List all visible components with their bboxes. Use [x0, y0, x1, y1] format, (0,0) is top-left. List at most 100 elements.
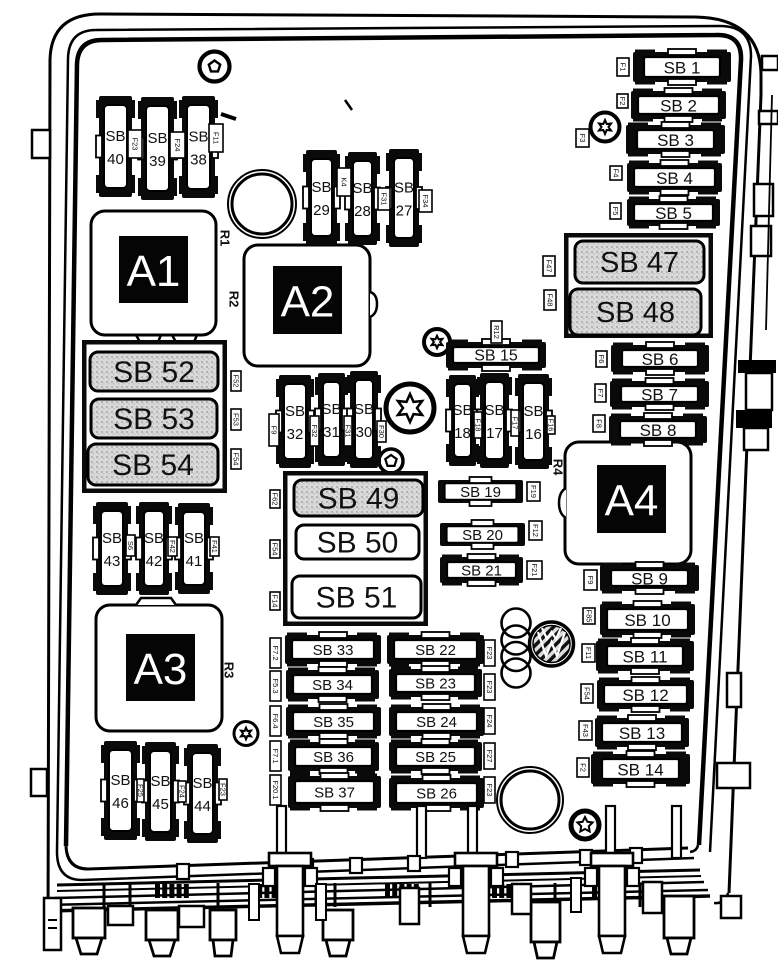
svg-text:SB 23: SB 23 [415, 676, 456, 693]
svg-text:F85: F85 [585, 610, 594, 623]
svg-text:SB: SB [144, 530, 164, 547]
svg-text:F8: F8 [595, 419, 604, 428]
svg-text:SB 5: SB 5 [655, 204, 692, 223]
svg-text:SB: SB [311, 179, 331, 196]
svg-text:SB 49: SB 49 [318, 483, 400, 516]
svg-text:43: 43 [104, 553, 121, 570]
svg-text:31: 31 [323, 424, 340, 441]
svg-text:SB 33: SB 33 [313, 642, 354, 659]
svg-text:SB: SB [354, 401, 374, 418]
svg-text:F23: F23 [219, 783, 228, 796]
svg-text:F54: F54 [271, 543, 280, 556]
svg-text:F54: F54 [583, 687, 592, 700]
svg-text:F27: F27 [485, 750, 494, 763]
svg-text:F16: F16 [547, 419, 556, 432]
svg-text:SB 52: SB 52 [113, 356, 195, 389]
svg-text:F21: F21 [530, 564, 539, 577]
svg-text:SB 6: SB 6 [642, 350, 679, 369]
svg-text:F2: F2 [618, 97, 627, 106]
svg-text:SB 34: SB 34 [312, 677, 353, 694]
svg-text:SB: SB [192, 775, 212, 792]
svg-text:F23: F23 [485, 784, 494, 797]
svg-text:29: 29 [313, 202, 330, 219]
svg-text:F53: F53 [232, 413, 241, 426]
svg-text:F7.1: F7.1 [271, 748, 280, 763]
svg-text:SB 53: SB 53 [113, 403, 195, 436]
svg-text:46: 46 [112, 795, 129, 812]
svg-text:R1: R1 [218, 230, 233, 247]
svg-text:SB 4: SB 4 [656, 169, 693, 188]
svg-text:32: 32 [287, 426, 304, 443]
svg-text:28: 28 [354, 203, 371, 220]
svg-text:SB 1: SB 1 [664, 59, 701, 78]
svg-text:F31: F31 [344, 425, 353, 438]
svg-text:F24: F24 [485, 715, 494, 728]
svg-text:SB 11: SB 11 [622, 648, 667, 667]
svg-text:F42: F42 [168, 540, 177, 553]
svg-text:F11: F11 [212, 132, 221, 144]
svg-text:S6: S6 [126, 541, 135, 550]
svg-text:F31: F31 [380, 193, 389, 206]
svg-text:F6.4: F6.4 [271, 713, 280, 728]
svg-text:F14: F14 [271, 595, 280, 608]
svg-text:SB 9: SB 9 [631, 570, 668, 589]
svg-text:SB: SB [102, 530, 122, 547]
svg-text:16: 16 [525, 426, 542, 443]
svg-text:SB 48: SB 48 [596, 297, 675, 329]
svg-text:F47: F47 [545, 260, 554, 273]
svg-text:SB: SB [105, 128, 125, 145]
svg-text:F1: F1 [619, 63, 628, 72]
svg-text:SB: SB [452, 402, 472, 419]
svg-text:44: 44 [194, 798, 211, 815]
svg-text:SB 3: SB 3 [657, 131, 694, 150]
svg-text:F43: F43 [581, 724, 590, 737]
svg-text:F62: F62 [271, 493, 280, 506]
svg-text:F4: F4 [612, 169, 621, 178]
svg-text:F54: F54 [232, 453, 241, 466]
svg-text:SB: SB [188, 129, 208, 146]
svg-text:SB 54: SB 54 [112, 449, 194, 482]
svg-text:F41: F41 [210, 540, 219, 553]
svg-text:SB: SB [484, 402, 504, 419]
svg-text:SB 10: SB 10 [624, 611, 670, 630]
svg-text:F2: F2 [579, 763, 588, 772]
svg-text:F5.3: F5.3 [271, 678, 280, 693]
svg-text:R2: R2 [227, 291, 242, 308]
svg-text:F12: F12 [531, 524, 540, 537]
svg-text:F24: F24 [178, 785, 187, 798]
svg-text:K4: K4 [340, 177, 349, 186]
svg-text:SB 24: SB 24 [416, 714, 457, 731]
svg-text:F7: F7 [596, 389, 605, 398]
svg-text:SB 36: SB 36 [313, 749, 354, 766]
svg-text:F32: F32 [310, 425, 319, 438]
svg-text:F23: F23 [485, 647, 494, 660]
svg-text:F7.2: F7.2 [271, 645, 280, 660]
svg-text:F25: F25 [136, 784, 145, 797]
svg-text:SB: SB [110, 772, 130, 789]
svg-text:R12: R12 [492, 325, 501, 339]
svg-text:SB 14: SB 14 [617, 761, 663, 780]
svg-text:SB 13: SB 13 [619, 724, 665, 743]
svg-text:F19: F19 [529, 485, 538, 498]
svg-text:F24: F24 [173, 139, 182, 152]
svg-text:SB 20: SB 20 [462, 527, 503, 544]
svg-text:F9: F9 [270, 426, 279, 435]
svg-text:SB 2: SB 2 [660, 97, 697, 116]
svg-text:42: 42 [146, 553, 163, 570]
svg-text:F52: F52 [232, 375, 241, 388]
svg-text:27: 27 [396, 203, 413, 220]
svg-text:41: 41 [186, 553, 203, 570]
svg-text:SB 15: SB 15 [474, 348, 518, 365]
svg-text:SB 47: SB 47 [600, 247, 679, 279]
svg-text:SB 8: SB 8 [640, 421, 677, 440]
svg-text:SB 19: SB 19 [460, 484, 501, 501]
svg-text:SB: SB [523, 403, 543, 420]
svg-text:F3: F3 [578, 134, 587, 143]
svg-text:F6: F6 [597, 355, 606, 364]
svg-text:39: 39 [149, 153, 166, 170]
svg-text:SB: SB [352, 180, 372, 197]
svg-text:A4: A4 [605, 477, 659, 526]
svg-text:SB 50: SB 50 [317, 527, 399, 560]
svg-text:SB 37: SB 37 [314, 785, 355, 802]
svg-text:R4: R4 [551, 459, 566, 476]
